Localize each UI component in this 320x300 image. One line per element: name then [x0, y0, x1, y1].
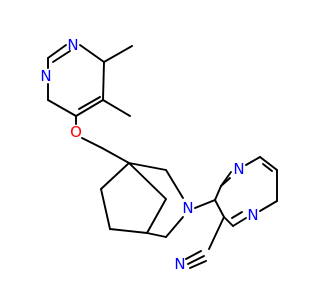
bond	[146, 198, 167, 234]
bond	[220, 177, 231, 187]
structure-svg: N N O N N N N	[40, 36, 278, 273]
atom-label: N	[40, 67, 51, 85]
bond	[259, 200, 278, 212]
bonds	[47, 44, 278, 269]
bond	[100, 188, 111, 230]
bond	[165, 216, 184, 238]
bond	[47, 44, 67, 59]
bond	[232, 217, 247, 227]
atom-n-pyrazine-bottom: N	[247, 206, 258, 224]
bond	[194, 199, 216, 209]
bond	[146, 232, 167, 238]
bond	[101, 147, 130, 164]
atom-n-pyrazine-top: N	[233, 160, 244, 178]
atom-labels: N N O N N N N	[40, 36, 258, 273]
bond	[214, 185, 222, 201]
bond	[103, 45, 133, 63]
atom-label: O	[70, 123, 82, 141]
molecule-diagram: N N O N N N N	[40, 36, 278, 273]
atom-label: N	[67, 36, 78, 54]
bond	[109, 228, 148, 234]
bond	[102, 99, 131, 117]
atom-n-pyrimidine-left: N	[40, 67, 51, 85]
bond	[259, 156, 278, 171]
bond	[75, 99, 104, 117]
bond	[231, 211, 243, 219]
bond	[128, 162, 167, 171]
bond	[78, 96, 101, 110]
bond	[47, 99, 77, 117]
bond	[79, 44, 105, 63]
atom-n-nitrile: N	[174, 255, 185, 273]
bond	[128, 162, 167, 200]
bond	[52, 50, 71, 63]
atom-n-pyrimidine-top: N	[67, 36, 78, 54]
bond	[165, 169, 184, 199]
bond	[100, 162, 130, 190]
bond	[189, 260, 207, 269]
bond	[102, 61, 105, 101]
bond	[208, 216, 225, 250]
bond	[245, 156, 261, 166]
bond	[223, 216, 234, 227]
atom-label: N	[233, 160, 244, 178]
bond	[187, 255, 205, 265]
atom-label: N	[247, 206, 258, 224]
atom-n-pyrrolidine: N	[182, 199, 193, 217]
atom-label: N	[174, 255, 185, 273]
atom-o-ether: O	[70, 123, 82, 141]
bond	[185, 250, 202, 260]
bond	[81, 137, 103, 149]
bond	[214, 199, 225, 218]
atom-label: N	[182, 199, 193, 217]
bond	[262, 163, 273, 172]
